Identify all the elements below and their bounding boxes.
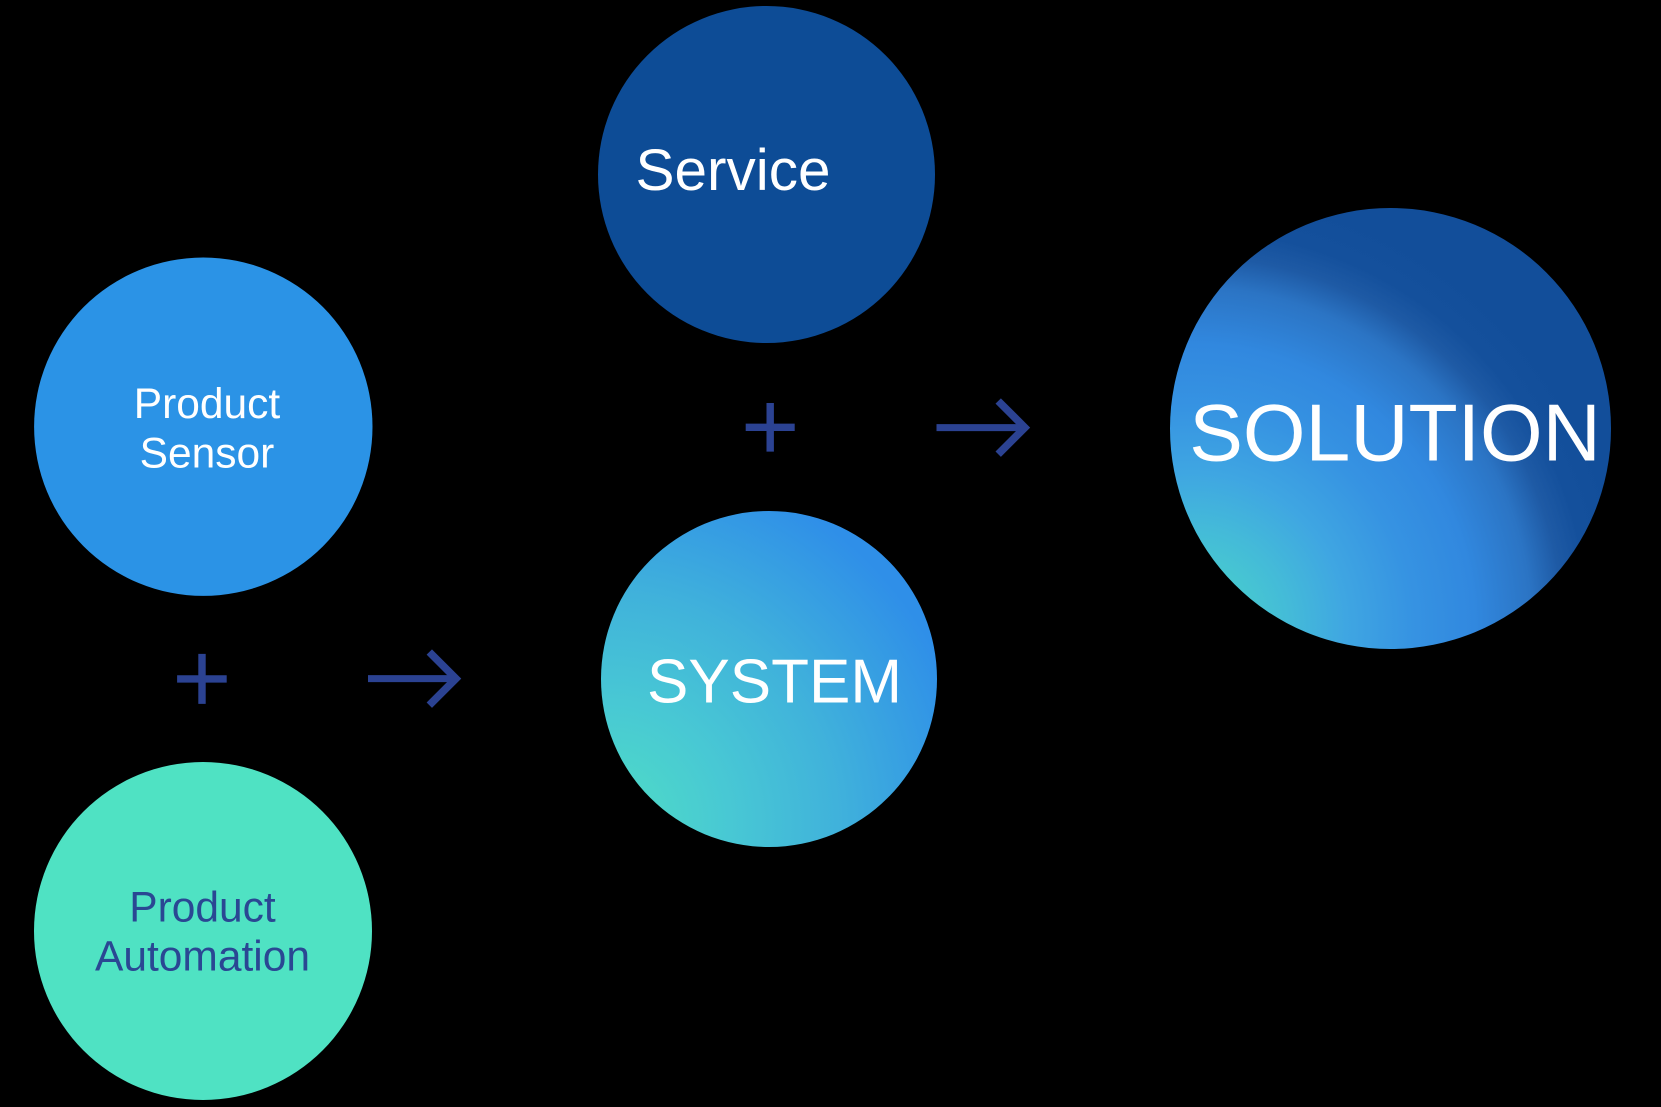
- svg-text:Sensor: Sensor: [140, 431, 275, 478]
- svg-text:Product: Product: [134, 381, 281, 428]
- svg-text:SOLUTION: SOLUTION: [1189, 389, 1601, 479]
- svg-text:Service: Service: [635, 138, 830, 203]
- svg-text:Product: Product: [129, 885, 276, 932]
- svg-text:Automation: Automation: [95, 934, 310, 981]
- svg-text:SYSTEM: SYSTEM: [647, 648, 902, 717]
